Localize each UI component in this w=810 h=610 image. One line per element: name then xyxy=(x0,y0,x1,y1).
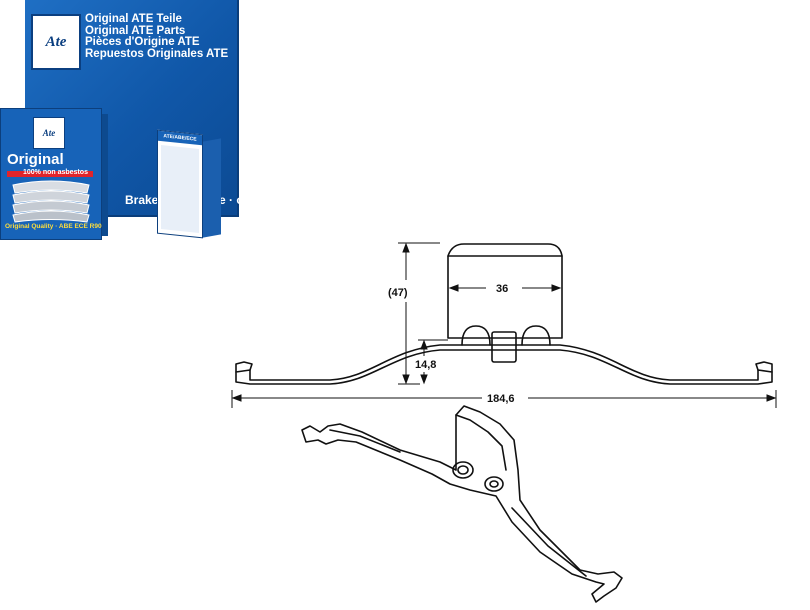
box-line-3: Pièces d'Origine ATE xyxy=(85,36,200,49)
dim-length-total: 184,6 xyxy=(487,393,515,405)
brake-pads-icon xyxy=(12,180,90,223)
box-line-1: Original ATE Teile xyxy=(85,13,182,25)
small-ate-logo-icon: Ate xyxy=(33,117,65,149)
spring-isometric-view xyxy=(301,405,623,603)
red-strip-text: 100% non asbestos xyxy=(23,169,88,176)
ate-logo-text: Ate xyxy=(45,33,67,50)
ate-box-small: Ate Original 100% non asbestos Original … xyxy=(0,108,102,240)
small-box-title: Original xyxy=(7,151,64,168)
ate-logo-icon: Ate xyxy=(31,14,81,70)
dim-width-top: 36 xyxy=(496,283,508,295)
red-strip xyxy=(7,171,93,177)
small-logo-text: Ate xyxy=(42,128,56,138)
dim-height-total: (47) xyxy=(388,287,408,299)
box-line-2: Original ATE Parts xyxy=(85,24,186,37)
dim-height-lower: 14,8 xyxy=(415,359,436,371)
box-text-lines: Original ATE Teile Original ATE Parts Pi… xyxy=(85,13,229,60)
box-line-4: Repuestos Originales ATE xyxy=(85,47,229,60)
pad-box-side xyxy=(100,114,108,236)
small-box-bottom-text: Original Quality · ABE ECE R90 xyxy=(5,223,102,230)
